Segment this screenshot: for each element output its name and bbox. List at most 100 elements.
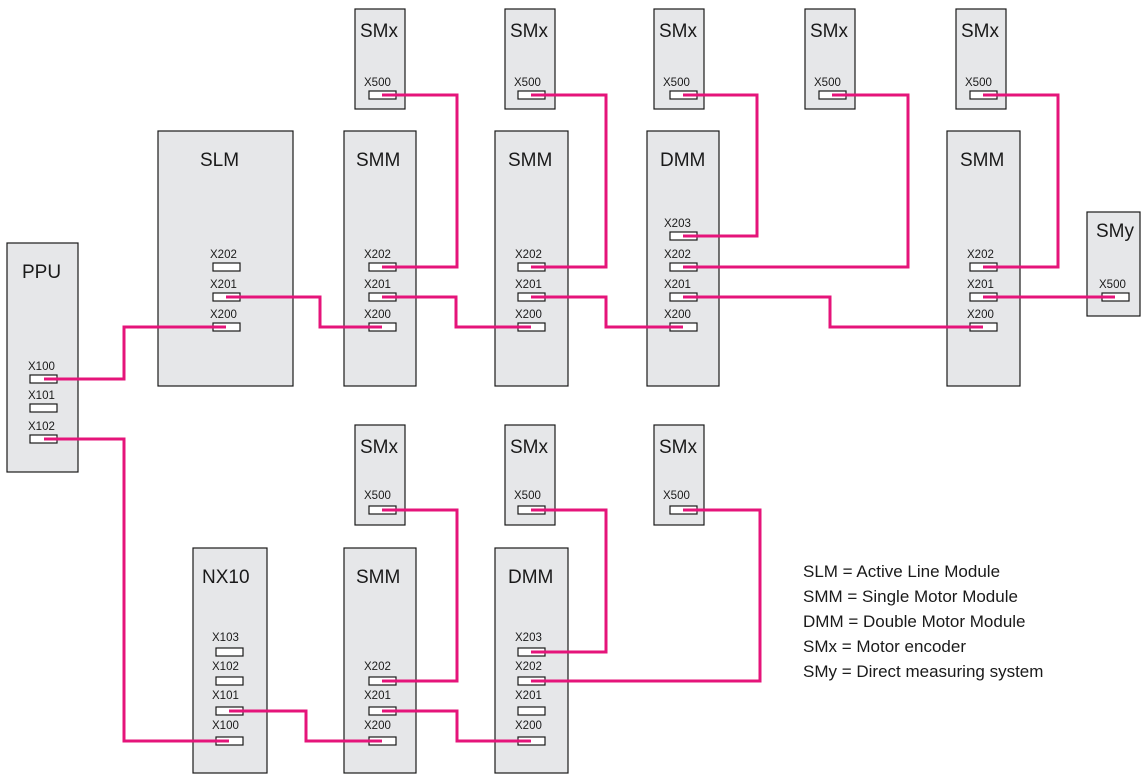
wire-smx1-smm1: [382, 93, 459, 269]
port-label: X102: [28, 421, 55, 433]
port-label: X200: [515, 720, 542, 732]
drive-cliq-wires: [44, 93, 1115, 743]
port-label: X200: [364, 309, 391, 321]
port-label: X200: [364, 720, 391, 732]
wire-ppu-slm: [44, 325, 226, 381]
module-slm: SLM X202 X201 X200: [157, 130, 294, 387]
module-title: SMx: [810, 21, 849, 42]
module-smx-bottom-2: SMx X500: [504, 424, 556, 526]
port-label: X202: [210, 249, 237, 261]
port-label: X102: [212, 661, 239, 673]
legend: SLM = Active Line Module SMM = Single Mo…: [803, 562, 1043, 681]
wire-smx5-smm3: [983, 93, 1060, 269]
module-title: SMM: [960, 150, 1004, 171]
wire-nx10-smm4: [229, 709, 382, 743]
wire-smx4-dmm1: [683, 93, 910, 269]
legend-item: SMx = Motor encoder: [803, 637, 966, 656]
port-label: X500: [514, 490, 541, 502]
module-smy: SMy X500: [1086, 211, 1141, 317]
module-title: DMM: [508, 567, 553, 588]
port-label: X202: [664, 249, 691, 261]
port-label: X101: [28, 390, 55, 402]
module-dmm-1: DMM X203 X202 X201 X200: [646, 130, 720, 387]
port-label: X201: [664, 279, 691, 291]
legend-item: DMM = Double Motor Module: [803, 612, 1026, 631]
port-label: X202: [364, 661, 391, 673]
wire-smm4-dmm2: [382, 709, 531, 743]
module-title: SMx: [360, 437, 399, 458]
port-label: X100: [212, 720, 239, 732]
module-title: PPU: [22, 262, 61, 283]
port-label: X500: [663, 490, 690, 502]
wire-ppu-nx10: [44, 437, 229, 743]
module-smx-top-2: SMx X500: [504, 8, 556, 110]
wire-smx2-smm2: [531, 93, 608, 269]
port-label: X200: [210, 309, 237, 321]
port-label: X201: [364, 279, 391, 291]
port-label: X101: [212, 690, 239, 702]
port-label: X500: [814, 77, 841, 89]
module-title: DMM: [660, 150, 705, 171]
port-x202[interactable]: [212, 262, 241, 272]
port-label: X200: [967, 309, 994, 321]
module-smm-1: SMM X202 X201 X200: [343, 130, 417, 387]
module-title: SMx: [360, 21, 399, 42]
port-label: X203: [664, 218, 691, 230]
module-title: SMx: [510, 21, 549, 42]
module-title: SMx: [659, 437, 698, 458]
module-smm-4: SMM X202 X201 X200: [343, 547, 417, 774]
module-title: SMy: [1096, 221, 1135, 242]
port-label: X103: [212, 632, 239, 644]
module-title: SMM: [356, 150, 400, 171]
port-label: X202: [364, 249, 391, 261]
module-smx-top-1: SMx X500: [354, 8, 406, 110]
module-smx-top-3: SMx X500: [653, 8, 705, 110]
port-label: X201: [515, 690, 542, 702]
port-label: X201: [967, 279, 994, 291]
wire-smx3-dmm1: [683, 93, 759, 238]
legend-item: SMy = Direct measuring system: [803, 662, 1043, 681]
port-label: X201: [515, 279, 542, 291]
port-x201[interactable]: [517, 706, 546, 716]
module-title: NX10: [202, 567, 250, 588]
port-label: X500: [965, 77, 992, 89]
wire-smm1-smm2: [382, 295, 531, 329]
port-label: X203: [515, 632, 542, 644]
port-label: X202: [967, 249, 994, 261]
module-smx-top-5: SMx X500: [955, 8, 1007, 110]
port-label: X500: [1099, 279, 1126, 291]
port-label: X202: [515, 661, 542, 673]
module-title: SMM: [356, 567, 400, 588]
port-label: X100: [28, 361, 55, 373]
wire-smxb3-dmm2: [531, 508, 762, 683]
port-label: X200: [515, 309, 542, 321]
port-x101[interactable]: [29, 403, 58, 413]
port-label: X200: [664, 309, 691, 321]
module-title: SMx: [961, 21, 1000, 42]
module-title: SLM: [200, 150, 239, 171]
wire-dmm1-smm3: [683, 295, 983, 329]
port-label: X500: [663, 77, 690, 89]
module-title: SMx: [659, 21, 698, 42]
module-smm-3: SMM X202 X201 X200: [946, 130, 1021, 387]
module-title: SMM: [508, 150, 552, 171]
port-x103[interactable]: [215, 647, 244, 657]
legend-item: SLM = Active Line Module: [803, 562, 1000, 581]
port-label: X500: [364, 77, 391, 89]
port-label: X500: [364, 490, 391, 502]
module-ppu: PPU X100 X100 X101 X102: [6, 242, 79, 473]
module-nx10: NX10 X103 X102 X101 X100: [192, 547, 268, 774]
module-title: SMx: [510, 437, 549, 458]
module-dmm-2: DMM X203 X202 X201 X200: [494, 547, 569, 774]
module-smm-2: SMM X202 X201 X200: [494, 130, 569, 387]
wire-smxb1-smm4: [382, 508, 459, 683]
port-label: X202: [515, 249, 542, 261]
port-label: X201: [210, 279, 237, 291]
port-x102[interactable]: [215, 676, 244, 686]
legend-item: SMM = Single Motor Module: [803, 587, 1018, 606]
wire-smxb2-dmm2: [531, 508, 608, 654]
port-label: X201: [364, 690, 391, 702]
port-label: X500: [514, 77, 541, 89]
